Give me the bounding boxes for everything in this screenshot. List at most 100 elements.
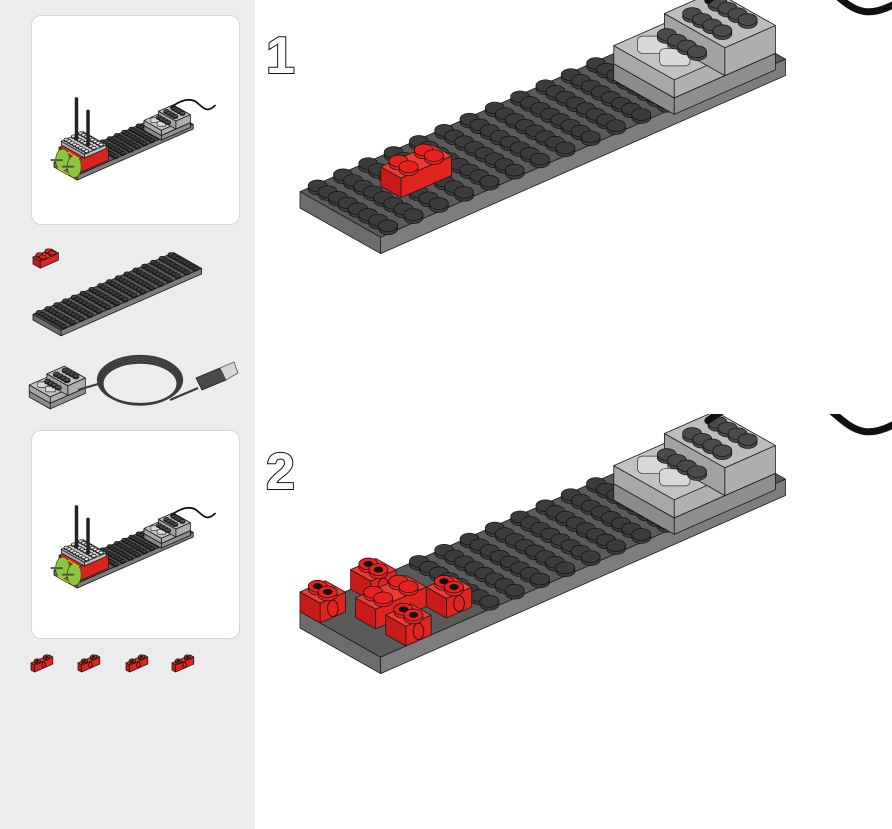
axle-hole (412, 622, 425, 641)
beam-stud (83, 149, 90, 154)
plate-stud (560, 539, 581, 555)
plate-stud (141, 549, 148, 555)
rubber-band (67, 151, 80, 160)
parts-list-image (30, 654, 195, 673)
plate-stud (428, 197, 449, 213)
plate-stud (504, 163, 525, 180)
model-preview-card[interactable] (31, 15, 240, 225)
axle-hole (136, 661, 141, 669)
hub-stud (164, 120, 171, 126)
cable-lead (77, 382, 99, 392)
base-plate-assembly (299, 0, 786, 254)
brick-stud (128, 658, 136, 665)
hub-stud (54, 384, 62, 391)
model-preview-card[interactable] (31, 430, 240, 639)
red-technic-brick (30, 654, 54, 673)
plate-stud (183, 269, 190, 276)
usb-cable (170, 98, 216, 111)
plate-stud (148, 285, 155, 291)
plate-stud (570, 494, 591, 510)
hub-stud (687, 465, 707, 481)
axle-hole (182, 661, 187, 669)
brick-stud (373, 591, 394, 608)
plate-stud (112, 154, 119, 160)
brick-stud (424, 149, 444, 165)
axle-hole (88, 661, 93, 669)
part-red-technic-brick (77, 654, 101, 673)
plate-stud (134, 144, 141, 150)
brick-stud (183, 654, 191, 661)
hub-stud (172, 522, 179, 528)
brick-stud (80, 658, 88, 665)
base-plate-assembly (299, 414, 786, 674)
brick-stud (368, 563, 389, 579)
red-technic-brick (125, 654, 149, 673)
beam-stud (72, 550, 78, 556)
plate-stud (499, 555, 520, 572)
hub-stud (179, 518, 186, 524)
parts-sidebar (0, 0, 255, 829)
axle-hole (41, 661, 46, 669)
plate-stud (192, 266, 199, 272)
plate-stud (504, 583, 525, 600)
plate-stud (127, 555, 134, 561)
plate-stud (135, 546, 142, 551)
rubber-band (67, 559, 80, 568)
brick-stud (403, 608, 424, 625)
hub-stud (737, 13, 758, 29)
plate-stud (378, 219, 399, 236)
brick-stud (33, 658, 41, 665)
axle-hole (453, 594, 465, 613)
plate-stud (580, 130, 601, 146)
hub-stud (712, 444, 733, 460)
brick-stud (398, 580, 419, 596)
plate-stud (555, 561, 576, 578)
plate-stud (174, 273, 182, 280)
plate-stud (141, 141, 148, 147)
plate-stud (148, 138, 155, 144)
brick-stud (317, 585, 338, 602)
plate-stud (165, 277, 173, 284)
red-brick-2x2 (380, 143, 452, 199)
plate-stud (69, 320, 76, 326)
plate-stud (631, 528, 652, 544)
brick-stud (48, 250, 56, 257)
plate-stud (130, 293, 138, 299)
part-dark-grey-plate (32, 252, 202, 337)
plate-stud (510, 510, 531, 527)
plate-stud (127, 147, 134, 153)
usb-hub (143, 512, 191, 549)
plate-stud (119, 558, 126, 564)
plate-stud (95, 308, 103, 314)
plate-stud (479, 594, 500, 611)
plate-stud (119, 150, 126, 156)
hub-stud (692, 12, 713, 29)
part-red-technic-brick (125, 654, 149, 673)
red-technic-brick (299, 579, 346, 624)
usb-hub (28, 365, 86, 410)
plate-stud (156, 281, 164, 287)
parts-list-step-2 (0, 642, 255, 692)
plate-stud (358, 208, 378, 224)
hub-stud (72, 373, 80, 380)
step-2-illustration (299, 414, 892, 674)
hub-stud (179, 110, 186, 116)
plate-stud (148, 546, 155, 552)
brick-stud (89, 654, 97, 661)
plate-stud (580, 550, 601, 566)
usb-cable (704, 414, 892, 436)
brick-stud (137, 654, 145, 661)
brick-stud (398, 160, 419, 176)
plate-stud (555, 141, 576, 158)
usb-cable (170, 506, 216, 519)
model-preview-image (50, 505, 216, 589)
plate-stud (77, 316, 85, 322)
usb-hub (613, 0, 776, 115)
cable-lead (169, 386, 199, 402)
parts-list-step-1 (0, 228, 255, 426)
plate-stud (106, 296, 113, 303)
brick-stud (42, 654, 50, 661)
plate-stud (137, 279, 145, 285)
rubber-band (57, 167, 70, 176)
rubber-band (57, 575, 70, 584)
